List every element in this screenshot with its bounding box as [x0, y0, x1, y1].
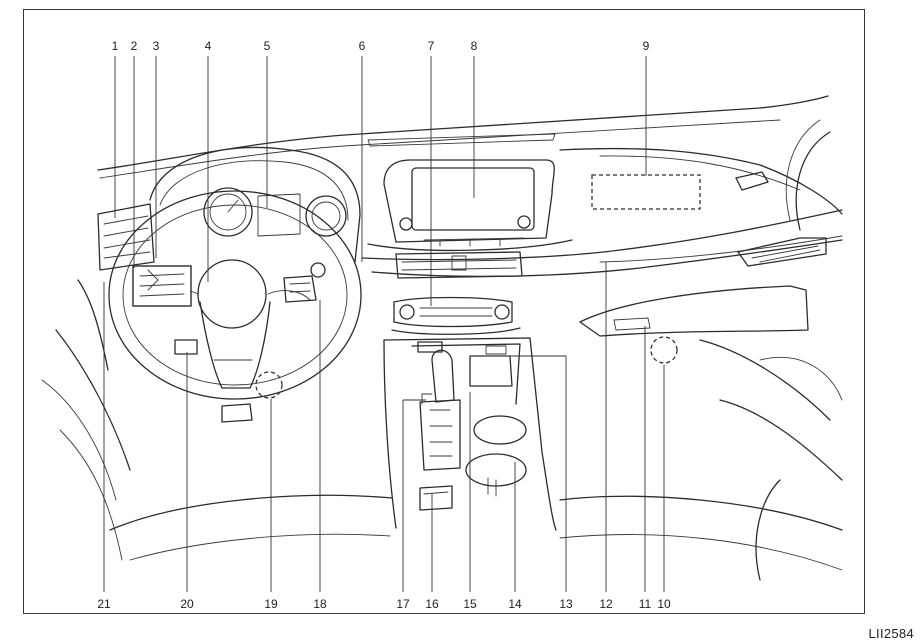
callout-19: 19: [264, 597, 278, 611]
callout-12: 12: [599, 597, 613, 611]
figure-code: LII2584: [868, 626, 914, 641]
steering-switches: [132, 262, 326, 355]
left-side-outline: [41, 203, 155, 561]
callout-1: 1: [111, 39, 119, 53]
callout-13: 13: [559, 597, 573, 611]
callout-11: 11: [638, 597, 652, 611]
callout-3: 3: [152, 39, 160, 53]
center-console-lower: [383, 337, 557, 531]
leader-lines: [103, 56, 665, 592]
callout-10: 10: [657, 597, 671, 611]
callout-2: 2: [130, 39, 138, 53]
center-console-upper: [391, 251, 523, 335]
callout-6: 6: [358, 39, 366, 53]
instrument-cluster: [149, 146, 361, 263]
seats-outline: [109, 403, 843, 571]
location-marks: [255, 174, 701, 399]
callout-17: 17: [396, 597, 410, 611]
callout-7: 7: [427, 39, 435, 53]
callout-9: 9: [642, 39, 650, 53]
callout-14: 14: [508, 597, 522, 611]
callout-21: 21: [97, 597, 111, 611]
callout-16: 16: [425, 597, 439, 611]
callout-18: 18: [313, 597, 327, 611]
dashboard-outline: [97, 95, 843, 581]
callout-8: 8: [470, 39, 478, 53]
steering-wheel: [108, 190, 362, 400]
diagram-frame: [23, 9, 865, 614]
callout-20: 20: [180, 597, 194, 611]
callout-5: 5: [263, 39, 271, 53]
center-display: [367, 159, 573, 252]
callout-15: 15: [463, 597, 477, 611]
callout-4: 4: [204, 39, 212, 53]
